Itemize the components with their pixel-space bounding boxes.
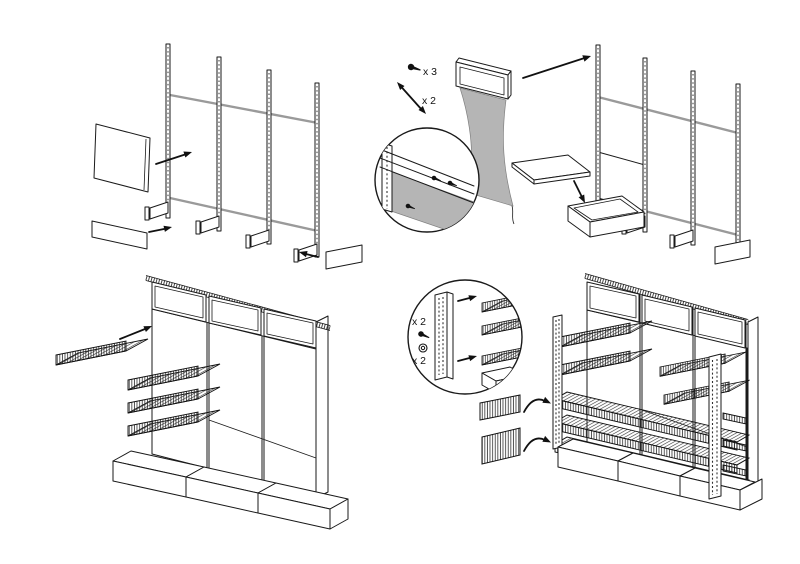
screw-qty-label: x 3	[423, 66, 437, 78]
panel-arrow-icon	[155, 151, 192, 165]
base-plinth	[112, 450, 349, 530]
plinth-arrow-icon	[148, 225, 172, 233]
washer-qty-label: x 2	[412, 355, 426, 367]
side-end-panel	[747, 316, 759, 491]
side-end-panel	[315, 315, 329, 499]
plinth-arrow-icon	[299, 251, 319, 258]
wire-fence-small	[479, 394, 521, 421]
perforated-strip	[708, 353, 722, 500]
assembly-arrow-icon	[119, 326, 152, 340]
step-1-drawing	[91, 43, 363, 270]
clip-qty-label: x 2	[422, 95, 436, 107]
step-3-drawing	[55, 275, 349, 530]
double-ended-arrow-icon	[397, 82, 426, 114]
wire-fence-large	[481, 427, 521, 465]
washer-icon	[418, 343, 428, 353]
screw-icon	[447, 180, 458, 187]
kick-plinth-right	[714, 239, 751, 265]
magnified-detail-circle: x 2 x 2	[407, 279, 523, 395]
step-4-drawing: x 2 x 2	[407, 273, 763, 511]
hook-qty-label: x 2	[412, 316, 426, 328]
header-sign-panel	[151, 281, 317, 349]
cross-rail	[169, 93, 319, 233]
kick-plinth-left	[91, 220, 148, 250]
magnified-detail-circle	[374, 127, 480, 233]
screw-icon	[405, 203, 416, 210]
screw-icon	[418, 331, 430, 339]
assembly-arrow-icon	[457, 295, 477, 362]
screw-icon	[431, 175, 442, 182]
shelf-arrow-icon	[573, 180, 585, 203]
three-bay-unit	[112, 275, 349, 530]
base-box	[567, 195, 645, 238]
step-2-drawing: x 3 x 2	[374, 44, 751, 265]
shelf-panel	[511, 154, 591, 185]
perforated-strip	[434, 291, 454, 381]
header-sign-panel	[586, 281, 746, 349]
screw-icon	[407, 63, 421, 71]
perforated-strip	[552, 314, 563, 450]
wire-shelf	[55, 338, 149, 366]
assembled-unit	[552, 273, 763, 511]
assembly-arrow-icon	[522, 55, 591, 79]
back-panel	[93, 123, 151, 193]
curved-arrow-icon	[523, 435, 551, 452]
header-sign-panel	[455, 57, 512, 100]
kick-plinth-right	[325, 244, 363, 270]
curved-arrow-icon	[523, 396, 551, 413]
wire-shelf-side	[722, 412, 747, 477]
